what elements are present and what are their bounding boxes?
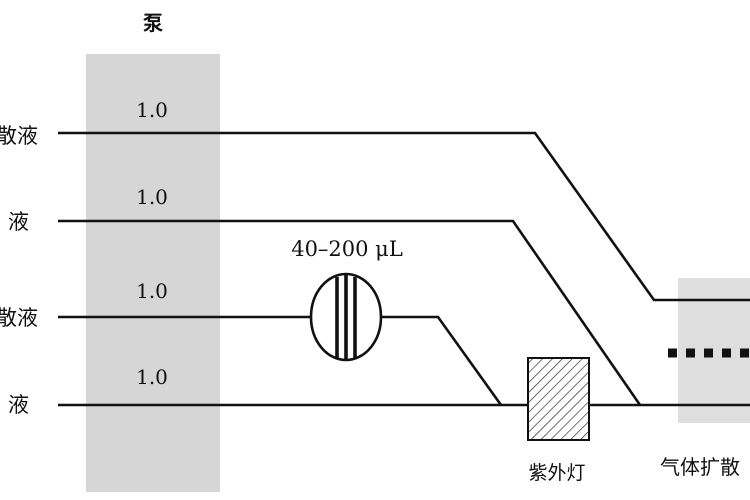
gas-diffusion-label: 气体扩散 <box>660 455 740 479</box>
line-label-2: 液 <box>8 210 29 234</box>
pump-band <box>86 54 220 492</box>
pump-rate-1: 1.0 <box>136 98 168 122</box>
sample-loop-valve-icon <box>309 272 383 362</box>
line-label-1: 散液 <box>0 124 38 148</box>
pump-title: 泵 <box>143 11 163 35</box>
flow-line-1 <box>58 131 750 302</box>
uv-lamp-icon <box>527 357 590 441</box>
pump-rate-3: 1.0 <box>136 279 168 303</box>
loop-volume-label: 40–200 μL <box>291 237 403 261</box>
line-label-4: 液 <box>8 393 29 417</box>
uv-lamp-label: 紫外灯 <box>528 462 585 484</box>
flow-line-3b <box>381 315 503 406</box>
pump-rate-4: 1.0 <box>136 365 168 389</box>
pump-rate-2: 1.0 <box>136 185 168 209</box>
line-label-3: 散液 <box>0 306 38 330</box>
flow-line-2 <box>58 219 642 406</box>
